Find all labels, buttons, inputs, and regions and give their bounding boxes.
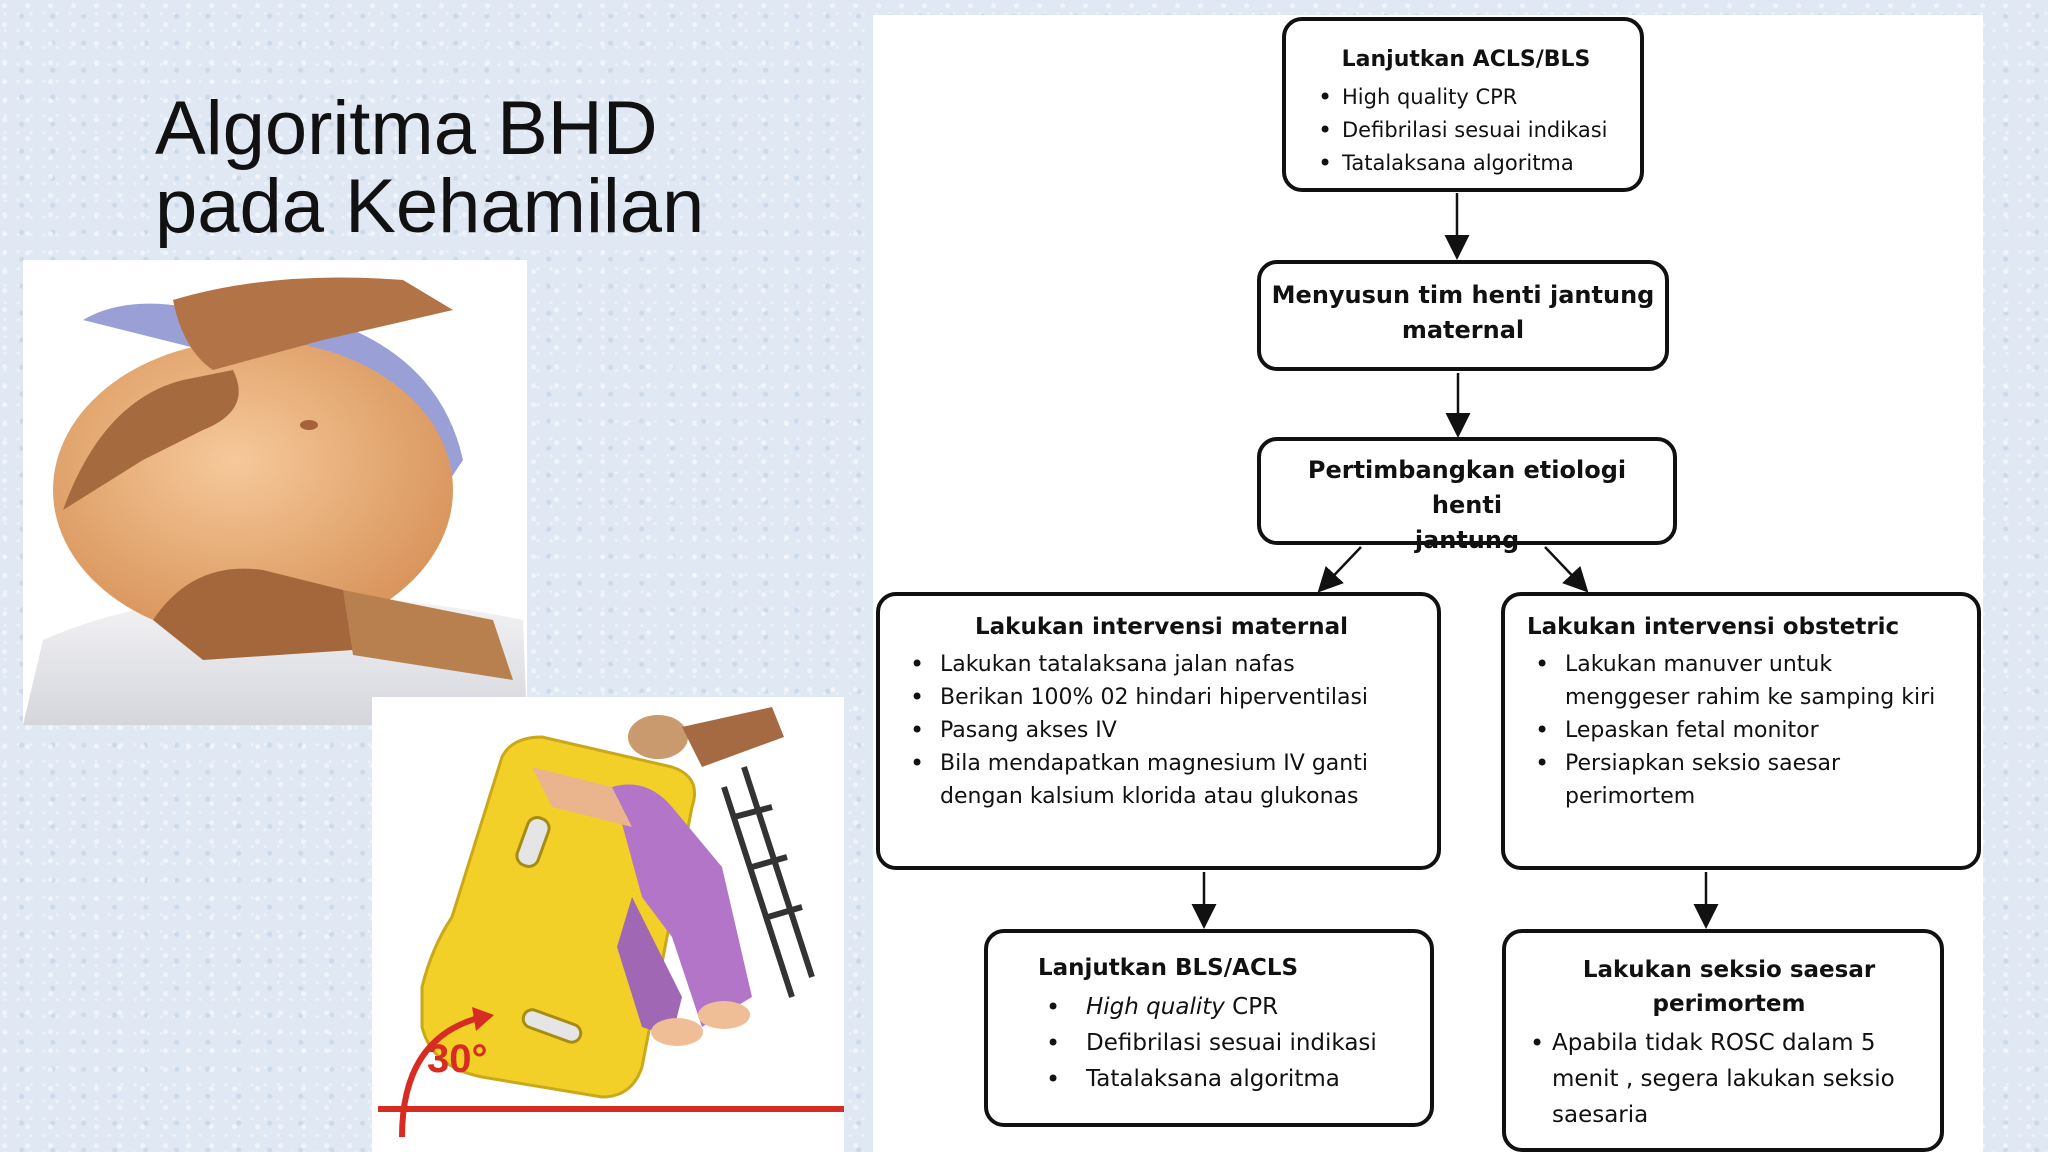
slide-title: Algoritma BHD pada Kehamilan	[155, 90, 704, 246]
continue-acls-bls-heading: Lanjutkan ACLS/BLS	[1341, 47, 1591, 72]
continue-acls-bls-list: High quality CPR Defibrilasi sesuai indi…	[1310, 81, 1622, 180]
heading-line: jantung	[1414, 526, 1520, 554]
list-item: Persiapkan seksio saesar perimortem	[1527, 747, 1963, 813]
continue-acls-bls-box: Lanjutkan ACLS/BLS High quality CPR Defi…	[1282, 17, 1644, 192]
maternal-arrest-team-box: Menyusun tim henti jantung maternal	[1257, 260, 1669, 371]
maternal-intervention-box: Lakukan intervensi maternal Lakukan tata…	[876, 592, 1441, 870]
left-lateral-tilt-30-degree-illustration: 30°	[372, 697, 844, 1152]
list-item: Apabila tidak ROSC dalam 5 menit , seger…	[1530, 1025, 1928, 1133]
perimortem-cesarean-list: Apabila tidak ROSC dalam 5 menit , seger…	[1530, 1025, 1928, 1133]
maternal-intervention-heading: Lakukan intervensi maternal	[975, 614, 1348, 640]
tilt-angle-label: 30°	[427, 1037, 488, 1081]
consider-etiology-heading: Pertimbangkan etiologi henti jantung	[1271, 453, 1663, 558]
heading-line: Pertimbangkan etiologi henti	[1307, 456, 1627, 519]
maternal-arrest-team-heading: Menyusun tim henti jantung maternal	[1271, 278, 1655, 348]
perimortem-cesarean-heading: Lakukan seksio saesar perimortem	[1530, 953, 1928, 1021]
obstetric-intervention-box: Lakukan intervensi obstetric Lakukan man…	[1501, 592, 1981, 870]
list-item: Lakukan manuver untuk menggeser rahim ke…	[1527, 648, 1963, 714]
italic-text: High quality	[1086, 994, 1225, 1020]
list-item: Defibrilasi sesuai indikasi	[1310, 114, 1622, 147]
obstetric-intervention-heading: Lakukan intervensi obstetric	[1527, 614, 1900, 640]
list-item: Tatalaksana algoritma	[1310, 147, 1622, 180]
heading-line: perimortem	[1652, 991, 1806, 1017]
flowchart-panel: Lanjutkan ACLS/BLS High quality CPR Defi…	[873, 15, 1983, 1152]
list-item: Defibrilasi sesuai indikasi	[1038, 1025, 1416, 1061]
title-line-2: pada Kehamilan	[155, 164, 705, 249]
heading-line: maternal	[1401, 316, 1525, 344]
list-item: Lepaskan fetal monitor	[1527, 714, 1963, 747]
list-item: Pasang akses IV	[902, 714, 1421, 747]
list-item: Bila mendapatkan magnesium IV ganti deng…	[902, 747, 1421, 813]
perimortem-cesarean-box: Lakukan seksio saesar perimortem Apabila…	[1502, 929, 1944, 1152]
list-item: Lakukan tatalaksana jalan nafas	[902, 648, 1421, 681]
continue-bls-acls-heading: Lanjutkan BLS/ACLS	[1038, 955, 1299, 981]
obstetric-intervention-list: Lakukan manuver untuk menggeser rahim ke…	[1527, 648, 1963, 813]
heading-line: Lakukan seksio saesar	[1582, 957, 1876, 983]
title-line-1: Algoritma BHD	[155, 86, 658, 171]
maternal-intervention-list: Lakukan tatalaksana jalan nafas Berikan …	[902, 648, 1421, 813]
manual-uterine-displacement-illustration	[23, 260, 527, 725]
list-item: High quality CPR	[1038, 989, 1416, 1025]
list-item: High quality CPR	[1310, 81, 1622, 114]
list-item: Berikan 100% 02 hindari hiperventilasi	[902, 681, 1421, 714]
continue-bls-acls-box: Lanjutkan BLS/ACLS High quality CPR Defi…	[984, 929, 1434, 1127]
item-text: CPR	[1224, 994, 1279, 1020]
list-item: Tatalaksana algoritma	[1038, 1061, 1416, 1097]
consider-etiology-box: Pertimbangkan etiologi henti jantung	[1257, 437, 1677, 554]
continue-bls-acls-list: High quality CPR Defibrilasi sesuai indi…	[1038, 989, 1416, 1097]
heading-line: Menyusun tim henti jantung	[1271, 281, 1655, 309]
